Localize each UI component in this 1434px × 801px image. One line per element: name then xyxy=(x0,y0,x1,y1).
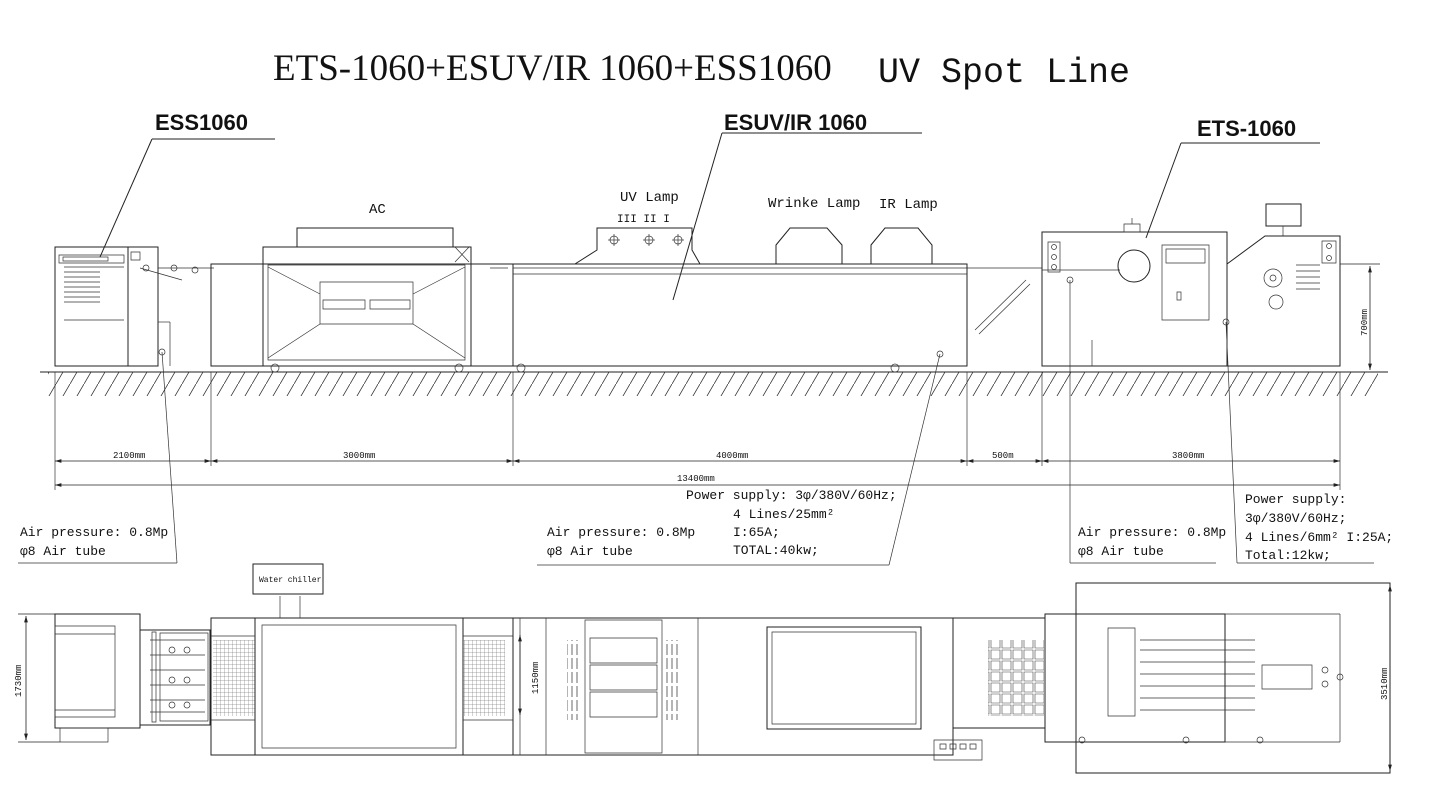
label-ir-lamp: IR Lamp xyxy=(879,197,938,213)
label-ess1060: ESS1060 xyxy=(155,110,248,135)
mid-power-current: I:65A; xyxy=(733,525,780,540)
leader-right-air xyxy=(1070,280,1216,563)
dimension-width-1730 xyxy=(18,614,140,742)
right-power-voltage: 3φ/380V/60Hz; xyxy=(1245,511,1346,526)
mid-power-lines: 4 Lines/25mm² xyxy=(733,507,834,522)
dim-label-4000: 4000mm xyxy=(716,451,748,461)
ets-1060-side-view xyxy=(1042,204,1340,366)
label-water-chiller: Water chiller xyxy=(259,576,322,585)
drawing-title: ETS-1060+ESUV/IR 1060+ESS1060 xyxy=(273,48,832,89)
drawing-subtitle: UV Spot Line xyxy=(878,53,1130,93)
dim-label-700: 700mm xyxy=(1360,309,1370,336)
left-air-pressure: Air pressure: 0.8Mp xyxy=(20,525,168,540)
right-air-pressure: Air pressure: 0.8Mp xyxy=(1078,525,1226,540)
mid-power-supply: Power supply: 3φ/380V/60Hz; xyxy=(686,488,897,503)
esuv-ir-plan-view xyxy=(513,618,982,760)
ess1060-plan-view xyxy=(55,614,210,742)
leader-right-power xyxy=(1226,322,1374,563)
label-ets-1060: ETS-1060 xyxy=(1197,116,1296,141)
label-ac: AC xyxy=(369,202,386,218)
leader-ess1060 xyxy=(100,139,275,257)
dim-label-2100: 2100mm xyxy=(113,451,145,461)
right-power-total: Total:12kw; xyxy=(1245,548,1331,563)
transfer-conveyor-plan xyxy=(953,618,1045,728)
leader-esuv-ir-1060 xyxy=(673,133,922,300)
leader-left-air xyxy=(18,352,177,563)
leader-mid-utilities xyxy=(537,354,940,565)
label-uv-lamp: UV Lamp xyxy=(620,190,679,206)
dimension-extension-lines xyxy=(55,372,1340,490)
mid-air-pressure: Air pressure: 0.8Mp xyxy=(547,525,695,540)
ets-1060-plan-view xyxy=(1045,583,1390,773)
mid-power-total: TOTAL:40kw; xyxy=(733,543,819,558)
dim-label-3510: 3510mm xyxy=(1380,668,1390,700)
dim-label-3800: 3800mm xyxy=(1172,451,1204,461)
dimension-height-700 xyxy=(1340,264,1380,370)
label-uv-lamp-numbers: III II I xyxy=(617,214,670,226)
leader-ets-1060 xyxy=(1146,143,1320,238)
dim-label-3000: 3000mm xyxy=(343,451,375,461)
right-power-supply: Power supply: xyxy=(1245,492,1346,507)
dimension-arrows xyxy=(55,459,1340,487)
floor-hatching xyxy=(40,372,1388,396)
ess1060-side-view xyxy=(55,247,214,366)
label-esuv-ir-1060: ESUV/IR 1060 xyxy=(724,110,867,135)
dim-label-total: 13400mm xyxy=(677,474,715,484)
dim-label-1150: 1150mm xyxy=(531,662,541,694)
esuv-ir-side-view xyxy=(513,228,1042,372)
mid-air-tube: φ8 Air tube xyxy=(547,544,633,559)
water-chiller-box xyxy=(253,564,323,594)
dim-label-500: 500m xyxy=(992,451,1014,461)
ac-unit-side-view xyxy=(211,228,525,372)
right-air-tube: φ8 Air tube xyxy=(1078,544,1164,559)
left-air-tube: φ8 Air tube xyxy=(20,544,106,559)
label-wrinkle-lamp: Wrinke Lamp xyxy=(768,196,860,212)
ac-plan-view xyxy=(211,596,513,755)
right-power-lines: 4 Lines/6mm² I:25A; xyxy=(1245,530,1393,545)
dim-label-1730: 1730mm xyxy=(14,665,24,697)
